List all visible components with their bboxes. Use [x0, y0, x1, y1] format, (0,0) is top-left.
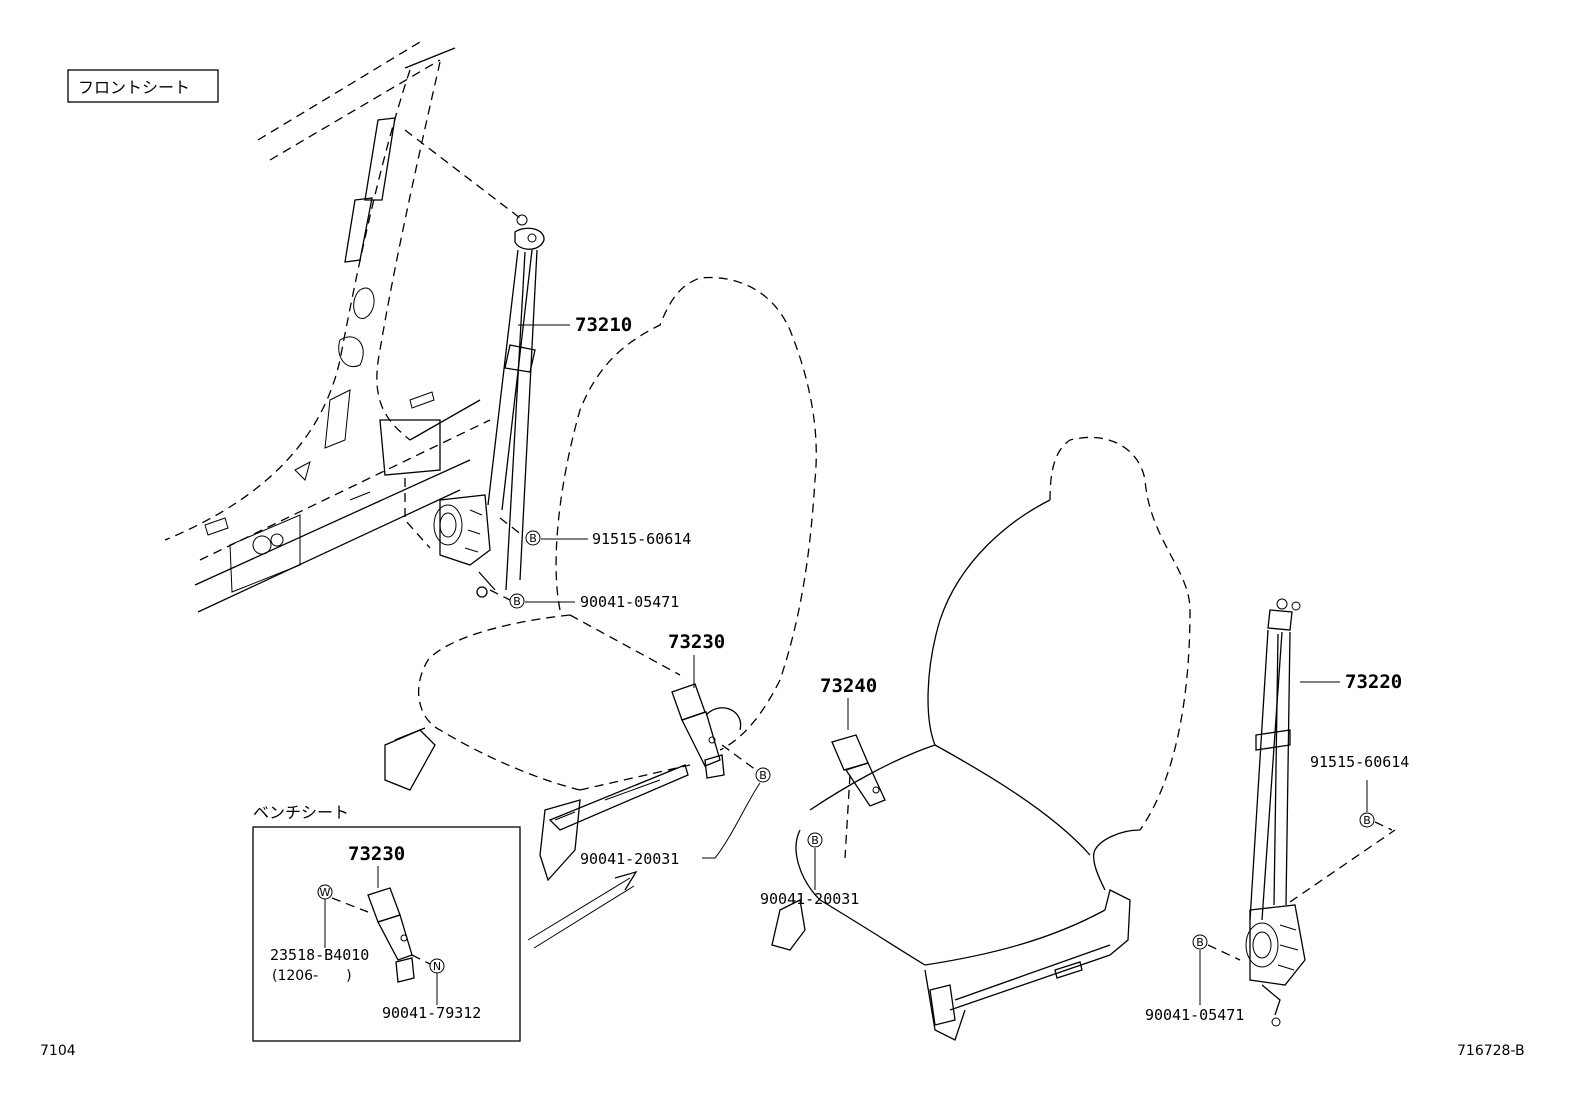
label-73240: 73240: [820, 675, 877, 697]
buckle-73230: 73230: [668, 631, 742, 779]
label-23518-B4010: 23518-B4010: [270, 946, 369, 964]
label-73230: 73230: [668, 631, 725, 653]
section-label: フロントシート: [67, 69, 219, 103]
svg-text:B: B: [759, 769, 767, 782]
svg-text:W: W: [320, 886, 331, 899]
left-seat-outline: [384, 276, 817, 882]
svg-text:B: B: [1196, 936, 1204, 949]
b-marker-buckle-right: B: [807, 832, 823, 848]
label-23518-B4010-note: (1206- ): [272, 968, 352, 984]
svg-text:N: N: [433, 960, 441, 973]
svg-text:B: B: [513, 595, 521, 608]
figure-code: 716728-B: [1457, 1043, 1525, 1059]
svg-text:B: B: [529, 532, 537, 545]
label-90041-05471-left: 90041-05471: [580, 593, 679, 611]
b-marker-buckle-left: B: [755, 767, 771, 783]
vehicle-body-pillar: [164, 41, 491, 613]
b-marker-lower-right: B: [1192, 934, 1208, 950]
bench-pointer-arrow: [527, 870, 638, 949]
svg-text:B: B: [1363, 814, 1371, 827]
w-marker: W: [317, 884, 333, 900]
label-90041-20031-left: 90041-20031: [580, 850, 679, 868]
seatbelt-73220: 73220: [1245, 598, 1402, 1027]
section-label-text: フロントシート: [78, 78, 190, 97]
label-90041-05471-right: 90041-05471: [1145, 1006, 1244, 1024]
n-marker: N: [429, 958, 445, 974]
buckle-73240: 73240: [820, 675, 886, 859]
label-bench-73230: 73230: [348, 843, 405, 865]
svg-text:B: B: [811, 834, 819, 847]
right-seat: [771, 436, 1191, 1041]
seatbelt-73210: 73210: [404, 129, 632, 601]
b-marker-upper-left: B: [525, 530, 541, 546]
label-91515-60614-left: 91515-60614: [592, 530, 691, 548]
bench-label: ベンチシート: [253, 803, 349, 822]
label-91515-60614-right: 91515-60614: [1310, 753, 1409, 771]
label-90041-20031-right: 90041-20031: [760, 890, 859, 908]
label-90041-79312: 90041-79312: [382, 1004, 481, 1022]
b-marker-upper-right: B: [1359, 812, 1375, 828]
b-marker-lower-left: B: [509, 593, 525, 609]
page-code: 7104: [40, 1043, 76, 1059]
bench-seat-panel: ベンチシート 73230 W 23518-B4010 (1206- ) N 90…: [252, 803, 521, 1042]
label-73210: 73210: [575, 314, 632, 336]
label-73220: 73220: [1345, 671, 1402, 693]
